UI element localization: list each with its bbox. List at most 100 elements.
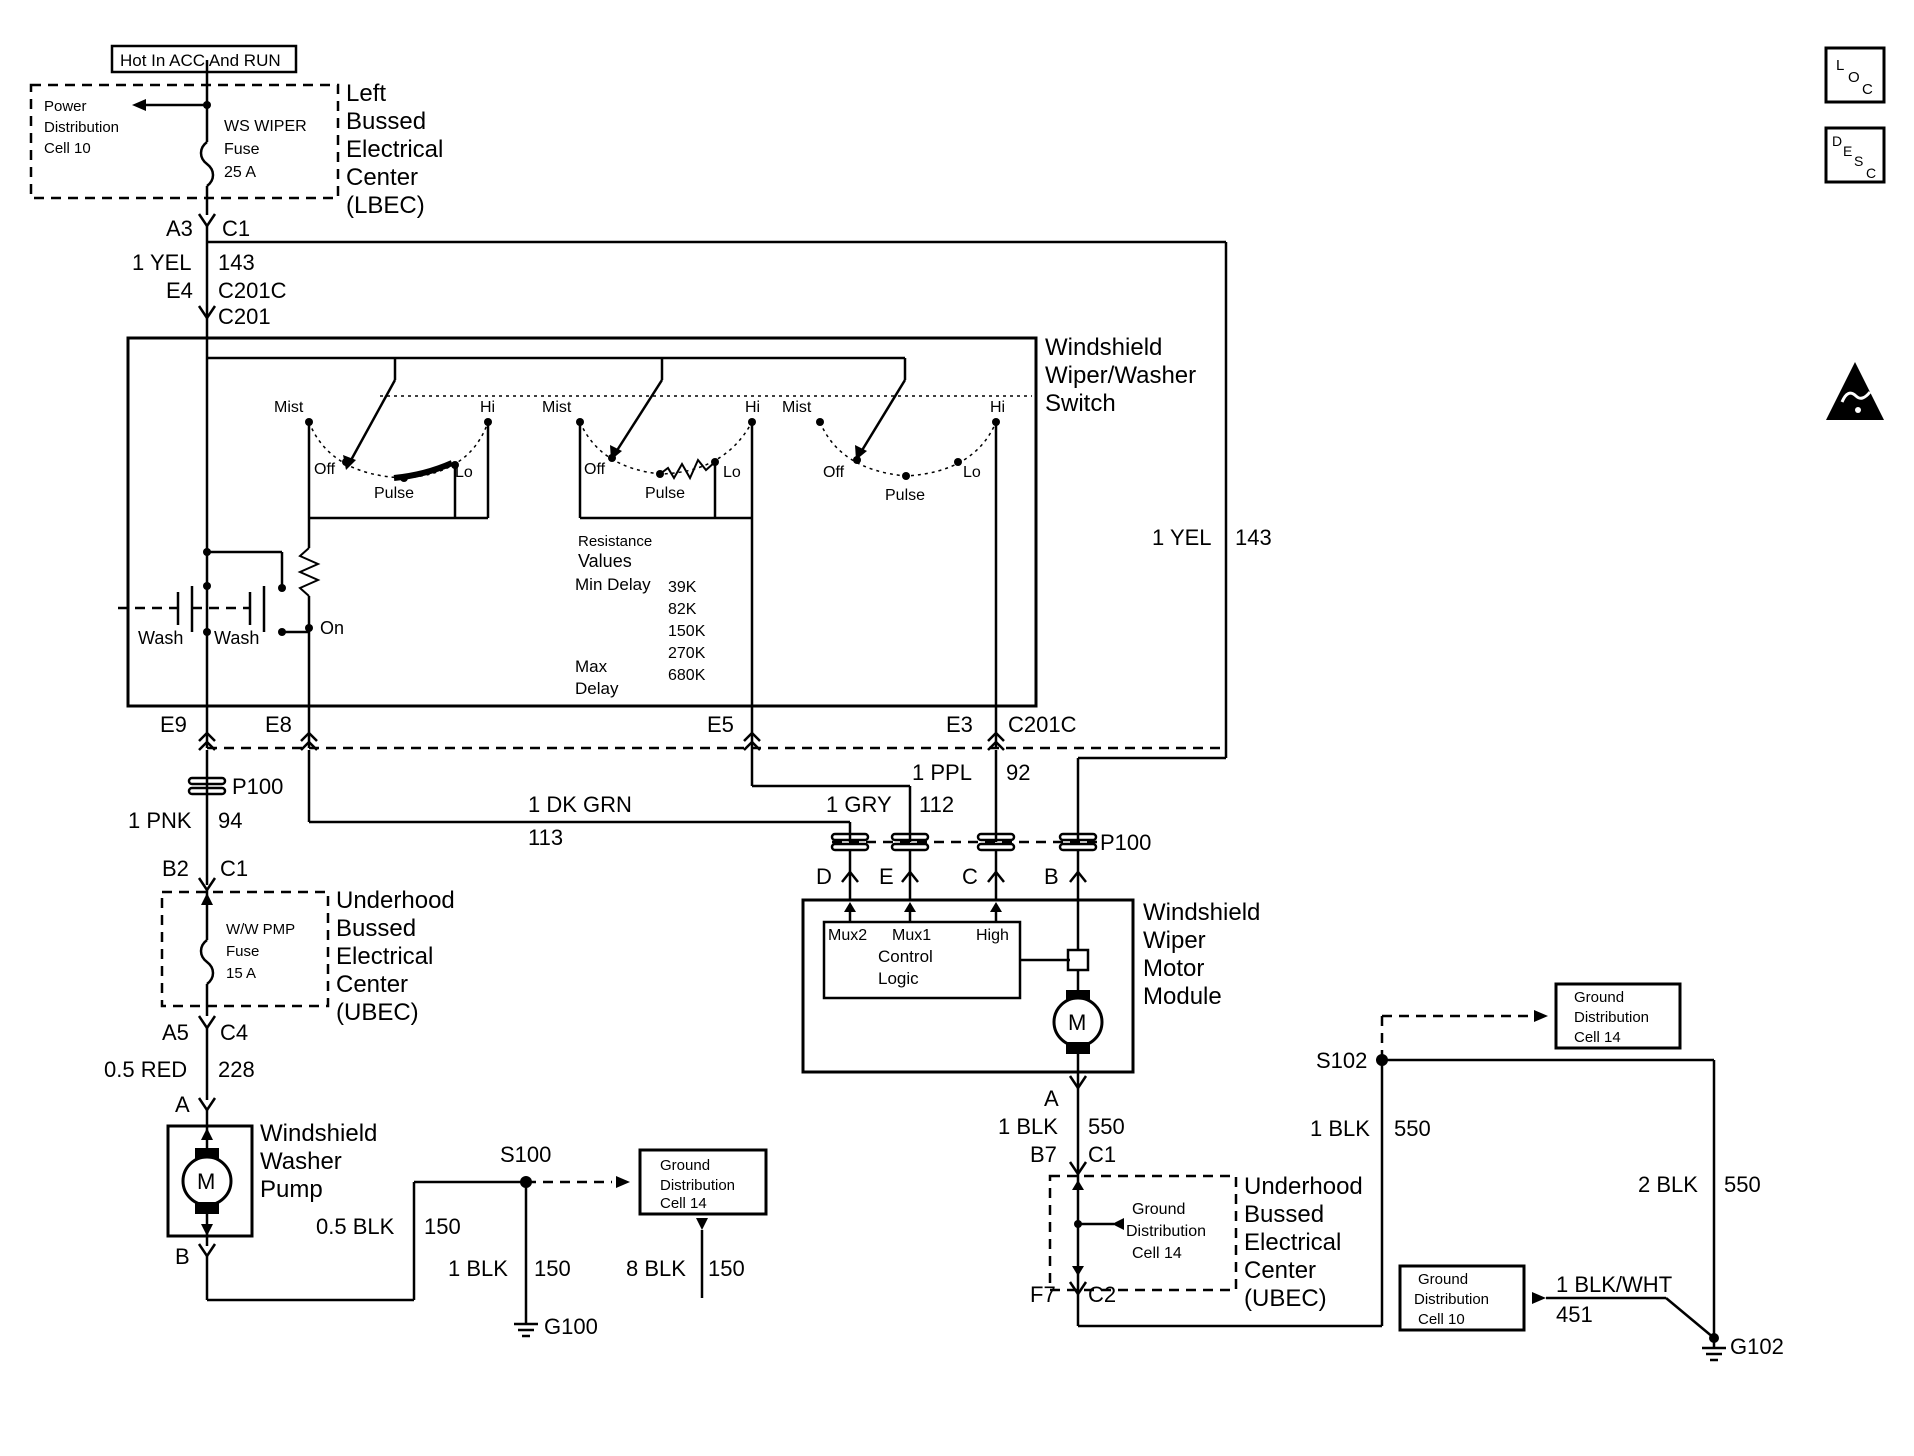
loc-letter-2: O [1848,69,1860,86]
conn-c201: C201 [218,304,271,329]
p100-label-right: P100 [1100,830,1151,855]
pin-c2: C2 [1088,1282,1116,1307]
wire-1blkwht-451 [1665,1297,1715,1339]
wash-label-1: Wash [138,628,183,648]
wire-gry-color: 1 GRY [826,792,892,817]
pin-c4: C4 [220,1020,248,1045]
desc-letter-1: D [1832,133,1842,149]
pin-c1: C1 [222,216,250,241]
gr-w3-num: 550 [1724,1172,1761,1197]
arrow-up-icon [990,902,1002,912]
wash-switch: Wash Wash On [118,358,344,748]
logic-high: High [976,927,1009,944]
gd10-line2: Distribution [1414,1291,1489,1308]
ubec-box-1 [160,890,330,1008]
ubec-gd-line1: Ground [1132,1201,1185,1218]
lbec-box [29,83,340,200]
ubec1-name-2: Bussed [336,915,416,942]
pos-lo-2: Lo [723,464,741,481]
lbec-name-3: Electrical [346,136,443,163]
arrow-right-icon [1532,1292,1546,1304]
loc-icon[interactable] [1824,46,1886,104]
desc-letter-3: S [1854,153,1863,169]
pump-pin-a: A [175,1092,190,1117]
arrow-down-icon [696,1218,708,1230]
arrow-left-icon [132,99,146,111]
gl-w2-color: 1 BLK [448,1256,508,1281]
wire-dkgrn-color: 1 DK GRN [528,792,632,817]
module-pin-d: D [816,864,832,889]
module-pin-b: B [1044,864,1059,889]
res-value-270k: 270K [668,645,706,662]
switch-section-1: Mist Hi Off Pulse Lo [274,379,495,520]
p100-connector-icon [187,776,227,786]
logic-mux2: Mux2 [828,927,867,944]
ubec2-name-1: Underhood [1244,1173,1363,1200]
max-delay-label-2: Delay [575,679,619,698]
gr-w3-color: 2 BLK [1638,1172,1698,1197]
hot-label: Hot In ACC And RUN [120,51,281,70]
pos-off-2: Off [584,461,606,478]
gr-w2-num: 550 [1394,1116,1431,1141]
ubec-box-2 [1048,1174,1238,1292]
gl-w2-num: 150 [534,1256,571,1281]
pin-f7: F7 [1030,1282,1056,1307]
module-title-2: Wiper [1143,927,1206,954]
desc-icon[interactable] [1824,126,1886,184]
gl-w3-num: 150 [708,1256,745,1281]
gd-top-line3: Cell 14 [1574,1029,1621,1046]
lbec-ref-line1: Power [44,98,87,115]
res-value-150k: 150K [668,623,706,640]
pump-title-3: Pump [260,1176,323,1203]
lbec-name-1: Left [346,80,386,107]
s100-label: S100 [500,1142,551,1167]
conn-c201c-bottom: C201C [1008,712,1077,737]
wire-num-top: 143 [218,250,255,275]
wire-ppl-color: 1 PPL [912,760,972,785]
switch-title-3: Switch [1045,390,1116,417]
pump-title-1: Windshield [260,1120,377,1147]
gl-w3-color: 8 BLK [626,1256,686,1281]
pos-off-1: Off [314,461,336,478]
pin-c1-ground: C1 [1088,1142,1116,1167]
hot-label-box [110,44,298,74]
arrow-up-icon [844,902,856,912]
ubec1-fuse-name: W/W PMP [226,921,295,938]
module-title-3: Motor [1143,955,1204,982]
lbec-fuse-label: Fuse [224,141,260,158]
ubec1-fuse-label: Fuse [226,943,259,960]
gd14-line2: Distribution [660,1177,735,1194]
wire-ppl-num: 92 [1006,760,1030,785]
switch-title-1: Windshield [1045,334,1162,361]
arrow-up-icon [1072,1180,1084,1190]
pos-lo-1: Lo [455,464,473,481]
pos-hi-2: Hi [745,399,760,416]
pos-pulse-3: Pulse [885,487,925,504]
connector-icon [197,305,217,321]
pump-title-2: Washer [260,1148,342,1175]
module-pin-c: C [962,864,978,889]
gr-w1-num: 550 [1088,1114,1125,1139]
lbec-fuse-rating: 25 A [224,164,256,181]
switch-section-3: Mist Hi Off Pulse Lo [782,379,1005,748]
gr-w4-color: 1 BLK/WHT [1556,1272,1672,1297]
gd14-line3: Cell 14 [660,1195,707,1212]
conn-c201c-top: C201C [218,278,287,303]
module-title-4: Module [1143,983,1222,1010]
connector-icon [197,213,217,229]
wash-label-2: Wash [214,628,259,648]
on-label: On [320,618,344,638]
pump-motor-label: M [197,1169,215,1194]
res-value-39k: 39K [668,579,697,596]
ubec1-name-4: Center [336,971,408,998]
pump-wire-color: 0.5 RED [104,1057,187,1082]
pin-a3: A3 [166,216,193,241]
pin-e3: E3 [946,712,973,737]
res-value-680k: 680K [668,667,706,684]
ubec2-name-3: Electrical [1244,1229,1341,1256]
pos-lo-3: Lo [963,464,981,481]
right-wire-color: 1 YEL [1152,525,1212,550]
resistance-label-2: Values [578,551,632,571]
pin-b7: B7 [1030,1142,1057,1167]
